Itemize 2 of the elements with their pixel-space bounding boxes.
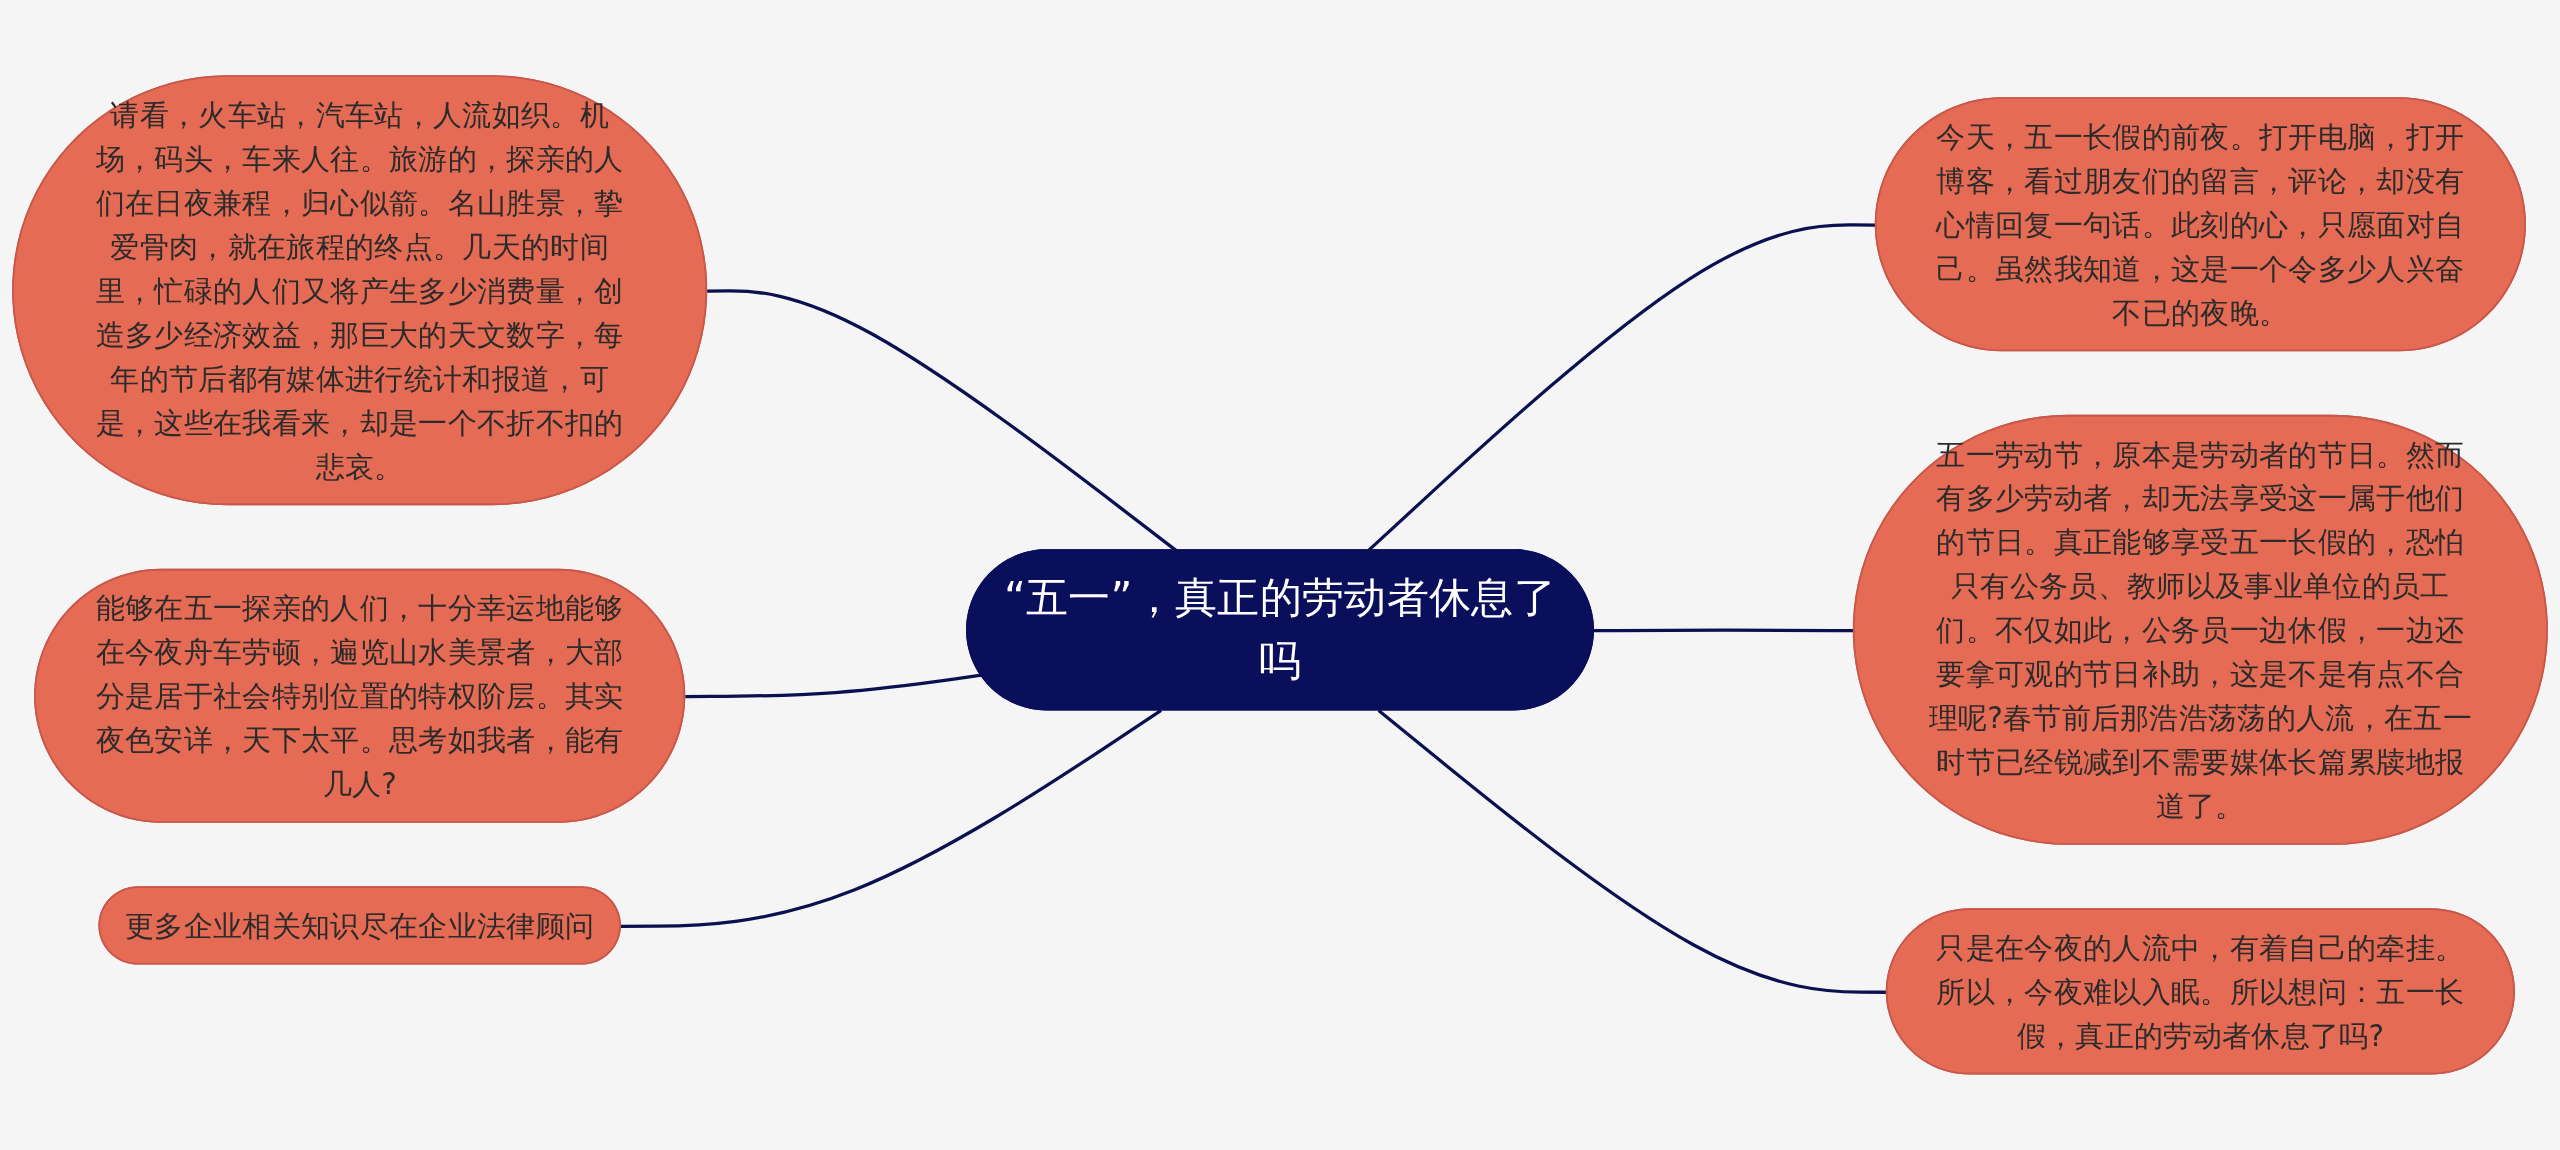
connector [685, 673, 982, 699]
connector [620, 709, 1162, 929]
